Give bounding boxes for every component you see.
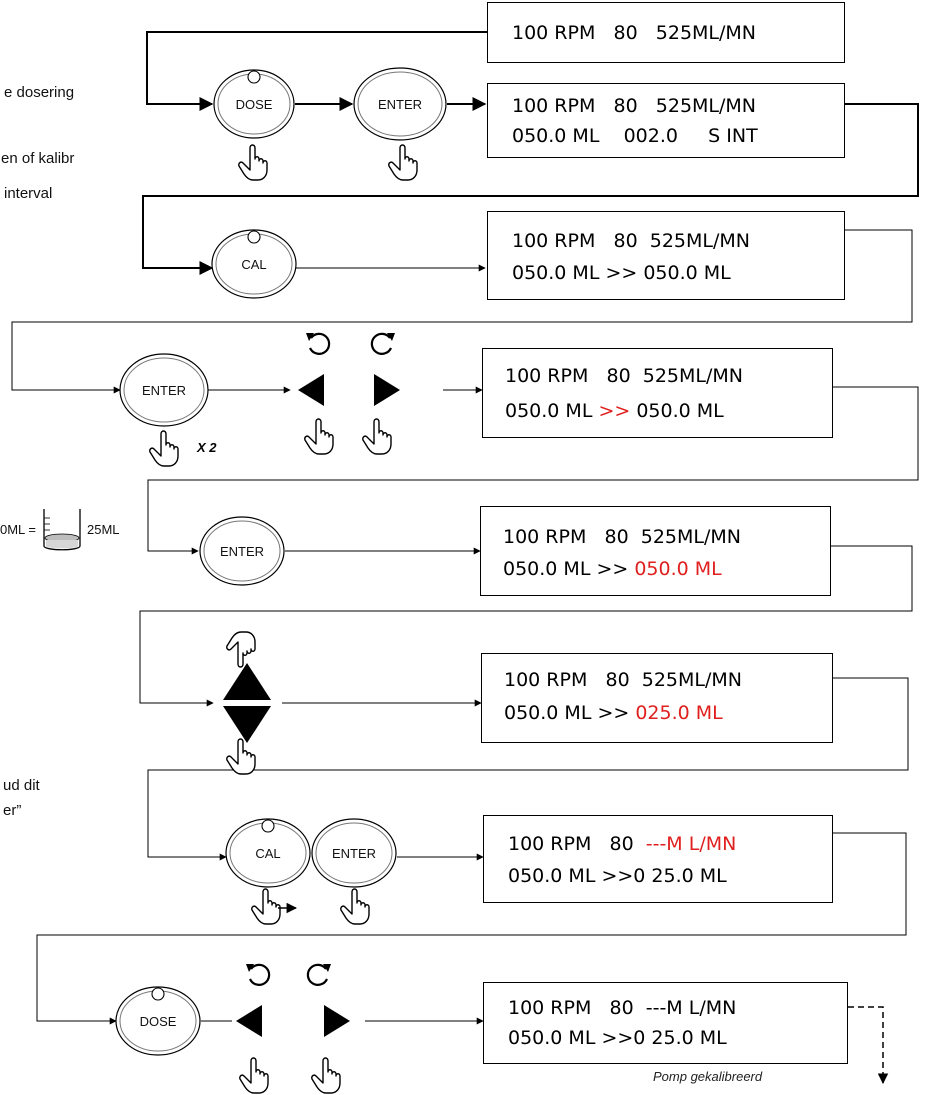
display-line-2: 050.0 ML >> 050.0 ML — [503, 558, 722, 580]
display-line-2: 050.0 ML >>0 25.0 ML — [508, 865, 727, 887]
side-note-2: en of kalibr — [1, 150, 75, 167]
display-line-2: 050.0 ML >>0 25.0 ML — [508, 1027, 727, 1049]
display-line-1: 100 RPM 80 525ML/MN — [503, 526, 741, 548]
dose-button[interactable]: DOSE — [115, 986, 201, 1056]
display-line-1: 100 RPM 80 ---M L/MN — [508, 833, 737, 855]
dose-button[interactable]: DOSE — [213, 69, 295, 139]
beaker-left-label: 0ML = — [0, 522, 37, 537]
press-twice-label: X 2 — [197, 440, 217, 455]
display-line-1: 100 RPM 80 525ML/MN — [504, 669, 742, 691]
pointing-hand-icon — [226, 631, 256, 668]
rotate-ccw-icon — [246, 963, 271, 986]
enter-button[interactable]: ENTER — [119, 353, 209, 427]
calibrated-caption: Pomp gekalibreerd — [653, 1069, 763, 1084]
pointing-hand-icon — [388, 144, 418, 181]
rotate-cw-icon — [370, 332, 395, 355]
dose-button-label: DOSE — [236, 97, 273, 112]
enter-button[interactable]: ENTER — [199, 516, 285, 586]
enter-button-label: ENTER — [378, 97, 422, 112]
pointing-hand-icon — [362, 418, 392, 455]
rotate-ccw-icon — [306, 332, 331, 355]
pointing-hand-icon — [304, 418, 334, 455]
display-line-2: 050.0 ML >> 050.0 ML — [505, 400, 724, 422]
enter-button-label: ENTER — [220, 544, 264, 559]
display-line-1: 100 RPM 80 525ML/MN — [512, 230, 750, 252]
rotate-cw-icon — [306, 963, 331, 986]
pointing-hand-icon — [239, 1057, 269, 1094]
triangle-left-icon[interactable] — [236, 1005, 262, 1037]
pointing-hand-icon — [340, 888, 370, 925]
highlighted-arrows: >> — [598, 400, 631, 422]
pointing-hand-icon — [149, 430, 179, 467]
triangle-right-icon[interactable] — [324, 1005, 350, 1037]
display-line-2: 050.0 ML >> 050.0 ML — [512, 262, 731, 284]
side-note-5: er” — [3, 802, 22, 819]
cal-button[interactable]: CAL — [211, 229, 297, 299]
dose-button-label: DOSE — [140, 1014, 177, 1029]
display-screen-6: 100 RPM 80 525ML/MN 050.0 ML >> 025.0 ML — [481, 653, 833, 743]
up-arrow-icon[interactable] — [223, 663, 271, 700]
side-note-3: interval — [4, 185, 53, 202]
enter-button[interactable]: ENTER — [353, 67, 447, 141]
display-line-1: 100 RPM 80 ---M L/MN — [508, 997, 737, 1019]
display-line-2: 050.0 ML 002.0 S INT — [512, 125, 758, 147]
display-line-1: 100 RPM 80 525ML/MN — [512, 95, 757, 117]
display-screen-7: 100 RPM 80 ---M L/MN 050.0 ML >>0 25.0 M… — [483, 815, 833, 903]
display-screen-3: 100 RPM 80 525ML/MN 050.0 ML >> 050.0 ML — [487, 211, 845, 300]
display-screen-2: 100 RPM 80 525ML/MN 050.0 ML 002.0 S INT — [487, 83, 845, 158]
pointing-hand-icon — [311, 1057, 341, 1094]
side-note-4: ud dit — [3, 777, 40, 794]
beaker-right-label: 25ML — [87, 522, 120, 537]
cal-button-label: CAL — [255, 846, 280, 861]
triangle-left-icon[interactable] — [298, 374, 324, 406]
beaker-icon — [43, 509, 81, 551]
display-screen-1: 100 RPM 80 525ML/MN — [487, 2, 845, 63]
display-line-1: 100 RPM 80 525ML/MN — [505, 365, 743, 387]
pointing-hand-icon — [226, 738, 256, 775]
highlighted-rate: ---M L/MN — [645, 833, 737, 855]
display-screen-4: 100 RPM 80 525ML/MN 050.0 ML >> 050.0 ML — [482, 348, 833, 438]
display-screen-5: 100 RPM 80 525ML/MN 050.0 ML >> 050.0 ML — [480, 506, 831, 596]
cal-button[interactable]: CAL — [225, 818, 311, 888]
down-arrow-icon[interactable] — [223, 706, 271, 743]
cal-button-label: CAL — [241, 257, 266, 272]
display-screen-8: 100 RPM 80 ---M L/MN 050.0 ML >>0 25.0 M… — [483, 982, 848, 1064]
enter-button[interactable]: ENTER — [311, 818, 397, 888]
highlighted-value: 025.0 ML — [635, 702, 723, 724]
pointing-hand-icon — [251, 888, 281, 925]
triangle-right-icon[interactable] — [374, 374, 400, 406]
pointing-hand-icon — [238, 144, 268, 181]
highlighted-value: 050.0 ML — [634, 558, 722, 580]
enter-button-label: ENTER — [142, 383, 186, 398]
side-note-1: e dosering — [4, 84, 75, 101]
display-line-2: 050.0 ML >> 025.0 ML — [504, 702, 723, 724]
display-line-1: 100 RPM 80 525ML/MN — [512, 22, 757, 44]
enter-button-label: ENTER — [332, 846, 376, 861]
